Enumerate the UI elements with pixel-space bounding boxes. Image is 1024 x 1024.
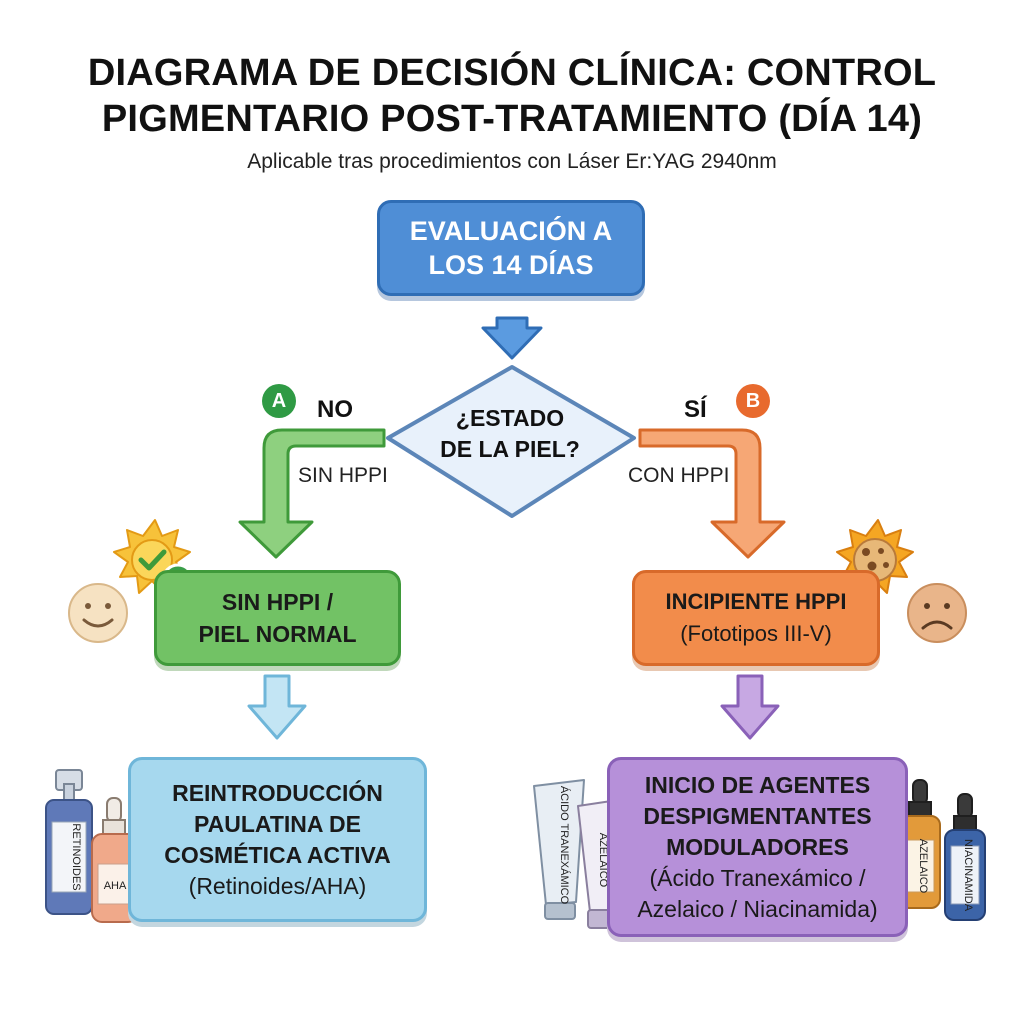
- tranexamico-tube-icon: ÁCIDO TRANEXÁMICO: [533, 779, 585, 920]
- normal-line-1: SIN HPPI /: [221, 589, 334, 615]
- arrow-right-branch: [638, 428, 786, 559]
- badge-a: A: [262, 384, 296, 418]
- page-title: DIAGRAMA DE DECISIÓN CLÍNICA: CONTROL PI…: [0, 50, 1024, 142]
- answer-si: SÍ: [684, 396, 707, 423]
- reintroduction-node: REINTRODUCCIÓN PAULATINA DE COSMÉTICA AC…: [128, 757, 427, 922]
- decision-node-label: ¿ESTADO DE LA PIEL?: [410, 403, 610, 465]
- inicio-line-2: DESPIGMENTANTES: [643, 802, 872, 829]
- title-line-2: PIGMENTARIO POST-TRATAMIENTO (DÍA 14): [101, 98, 923, 140]
- decision-diamond: [386, 365, 636, 518]
- azelaico-tube-label: AZELAICO: [597, 833, 609, 888]
- retinoides-bottle-icon: RETINOIDES: [45, 769, 93, 915]
- condition-con-hppi: CON HPPI: [628, 464, 730, 487]
- arrow-normal-to-reintro: [247, 674, 307, 740]
- reintro-line-1: REINTRODUCCIÓN: [172, 779, 383, 806]
- decision-line-1: ¿ESTADO: [455, 405, 565, 431]
- arrow-hppi-to-inicio: [720, 674, 780, 740]
- decision-line-2: DE LA PIEL?: [440, 436, 580, 462]
- condition-sin-hppi: SIN HPPI: [298, 464, 388, 487]
- aha-label: AHA: [104, 880, 127, 892]
- happy-face-icon: [68, 583, 128, 643]
- reintro-line-3: COSMÉTICA ACTIVA: [164, 841, 391, 868]
- retinoides-label: RETINOIDES: [70, 823, 82, 890]
- niacinamida-label: NIACINAMIDA: [962, 839, 974, 912]
- reintro-line-2: PAULATINA DE: [194, 810, 361, 837]
- title-line-1: DIAGRAMA DE DECISIÓN CLÍNICA: CONTROL: [87, 52, 937, 94]
- normal-line-2: PIEL NORMAL: [198, 621, 357, 647]
- arrow-left-branch: [238, 428, 386, 559]
- badge-b: B: [736, 384, 770, 418]
- evaluation-line-1: EVALUACIÓN A: [409, 216, 613, 246]
- tranexamico-label: ÁCIDO TRANEXÁMICO: [558, 786, 571, 905]
- inicio-line-1: INICIO DE AGENTES: [644, 771, 871, 798]
- hppi-line-2: (Fototipos III-V): [680, 621, 832, 646]
- inicio-line-3: MODULADORES: [666, 833, 849, 860]
- sad-face-icon: [907, 583, 967, 643]
- inicio-line-5: Azelaico / Niacinamida): [637, 895, 878, 922]
- reintro-line-4: (Retinoides/AHA): [188, 872, 367, 899]
- normal-skin-node: SIN HPPI / PIEL NORMAL: [154, 570, 401, 666]
- aha-dropper-icon: AHA: [91, 797, 139, 923]
- depigmenting-agents-node: INICIO DE AGENTES DESPIGMENTANTES MODULA…: [607, 757, 908, 937]
- arrow-eval-to-decision: [481, 316, 543, 360]
- azelaico-dropper-label: AZELAICO: [917, 839, 929, 894]
- evaluation-node: EVALUACIÓN A LOS 14 DÍAS: [377, 200, 645, 296]
- incipient-hppi-node: INCIPIENTE HPPI (Fototipos III-V): [632, 570, 880, 666]
- inicio-line-4: (Ácido Tranexámico /: [649, 864, 866, 891]
- page-subtitle: Aplicable tras procedimientos con Láser …: [247, 150, 777, 173]
- evaluation-line-2: LOS 14 DÍAS: [428, 250, 594, 280]
- niacinamida-dropper-icon: NIACINAMIDA: [944, 793, 986, 921]
- hppi-line-1: INCIPIENTE HPPI: [665, 589, 847, 614]
- answer-no: NO: [317, 396, 353, 423]
